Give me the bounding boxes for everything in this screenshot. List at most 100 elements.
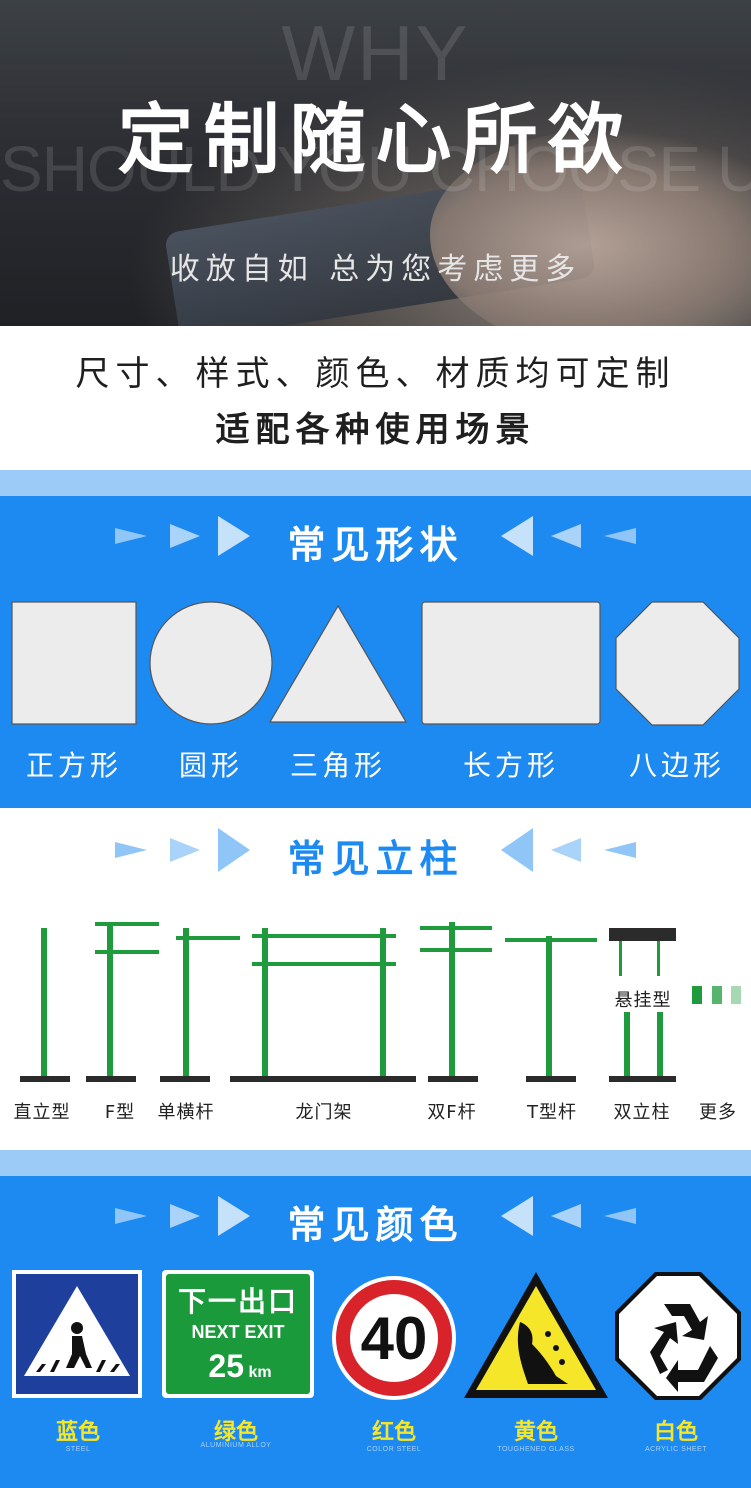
arrow-right-icon — [115, 1208, 147, 1224]
posts-section: 常见立柱 — [0, 808, 751, 1150]
single-arm-post — [183, 928, 189, 1078]
octagon-shape — [615, 601, 740, 726]
arrow-right-icon — [170, 838, 200, 862]
color-label-green: 绿色 — [213, 1419, 258, 1445]
color-sub-white: ACRYLIC SHEET — [645, 1446, 707, 1453]
shape-label-circle: 圆形 — [178, 749, 243, 782]
color-sub-green: ALUMINIUM ALLOY — [200, 1442, 272, 1449]
colors-heading: 常见颜色 — [287, 1203, 464, 1247]
hero-bg-text: WHY — [281, 9, 470, 97]
shape-label-square: 正方形 — [25, 749, 122, 782]
hero-title: 定制随心所欲 — [117, 95, 634, 184]
color-label-blue: 蓝色 — [55, 1419, 100, 1445]
exit-sign-distance: 25 — [208, 1348, 244, 1384]
shapes-section: 常见形状 正方形 圆形 三角形 长方形 八边形 — [0, 496, 751, 808]
arrow-left-icon — [551, 838, 581, 862]
color-label-yellow: 黄色 — [513, 1419, 558, 1445]
section-strip — [0, 470, 751, 496]
post-label-upright: 直立型 — [13, 1102, 71, 1123]
arrow-right-icon — [170, 1204, 200, 1228]
arrow-right-icon — [218, 828, 250, 872]
post-label-double-post: 双立柱 — [613, 1102, 671, 1123]
arrow-left-icon — [604, 842, 636, 858]
circle-shape — [149, 601, 273, 725]
post-base — [609, 1076, 676, 1082]
rectangle-shape — [421, 601, 601, 725]
post-label-t: T型杆 — [527, 1102, 577, 1123]
post-base — [526, 1076, 576, 1082]
post-label-f: F型 — [104, 1102, 136, 1123]
post-label-more: 更多 — [699, 1102, 737, 1123]
color-label-white: 白色 — [653, 1419, 698, 1445]
more-dot — [731, 986, 741, 1004]
post-label-single-arm: 单横杆 — [157, 1102, 215, 1123]
posts-heading: 常见立柱 — [287, 837, 464, 881]
post-base — [86, 1076, 136, 1082]
arrow-right-icon — [115, 842, 147, 858]
arrow-right-icon — [218, 1196, 250, 1236]
intro-line-2: 适配各种使用场景 — [215, 410, 536, 450]
color-signs — [12, 1270, 741, 1400]
speed-limit-number: 40 — [360, 1305, 428, 1372]
gantry-post-left — [262, 928, 268, 1078]
color-sub-red: COLOR STEEL — [366, 1446, 422, 1453]
more-dot — [712, 986, 722, 1004]
hero-banner: WHY SHOULD YOU CHOOSE US 定制随心所欲 收放自如 总为您… — [0, 0, 751, 326]
exit-sign-cn: 下一出口 — [177, 1285, 298, 1318]
arrow-left-icon — [604, 528, 636, 544]
exit-sign-unit: km — [248, 1364, 272, 1381]
arrow-left-icon — [551, 524, 581, 548]
gantry-post-right — [380, 928, 386, 1078]
arrow-left-icon — [501, 1196, 533, 1236]
double-post-left — [624, 1012, 630, 1078]
post-base — [20, 1076, 70, 1082]
arrow-left-icon — [501, 828, 533, 872]
pedestrian-icon — [71, 1322, 83, 1334]
triangle-shape — [268, 604, 408, 723]
hanging-sign — [609, 928, 676, 941]
t-post — [546, 936, 552, 1078]
more-dot — [692, 986, 702, 1004]
arrow-right-icon — [218, 516, 250, 556]
recycle-icon — [650, 1304, 718, 1392]
color-sub-blue: STEEL — [65, 1446, 91, 1453]
heading-arrows — [115, 828, 636, 872]
red-speed-sign — [332, 1276, 456, 1400]
hand-photo — [430, 130, 751, 326]
hanging-rod — [619, 940, 622, 976]
post-base — [428, 1076, 478, 1082]
post-label-hanging: 悬挂型 — [614, 990, 672, 1011]
post-label-gantry: 龙门架 — [295, 1102, 353, 1123]
white-recycle-sign — [615, 1272, 741, 1400]
upright-post — [41, 928, 47, 1078]
green-exit-sign — [162, 1270, 314, 1398]
hero-subtitle: 收放自如 总为您考虑更多 — [169, 252, 582, 287]
double-f-post — [449, 922, 455, 1078]
arrow-left-icon — [551, 1204, 581, 1228]
intro-line-1: 尺寸、样式、颜色、材质均可定制 — [75, 354, 676, 394]
colors-section: 常见颜色 — [0, 1176, 751, 1488]
arrow-left-icon — [604, 1208, 636, 1224]
post-base — [160, 1076, 210, 1082]
double-post-right — [657, 1012, 663, 1078]
hero-bg-subtext: SHOULD YOU CHOOSE US — [0, 133, 751, 205]
f-post — [107, 922, 113, 1078]
arrow-left-icon — [501, 516, 533, 556]
blue-pedestrian-sign — [12, 1270, 142, 1398]
posts-graphic — [20, 922, 741, 1082]
yellow-warning-sign — [464, 1272, 608, 1398]
color-label-red: 红色 — [371, 1419, 416, 1445]
square-shape — [11, 601, 137, 725]
arrow-right-icon — [170, 524, 200, 548]
color-sub-yellow: TOUGHENED GLASS — [497, 1446, 575, 1453]
heading-arrows — [115, 516, 636, 556]
shapes-graphic — [11, 601, 740, 726]
shape-label-octagon: 八边形 — [628, 749, 725, 782]
shape-label-triangle: 三角形 — [289, 749, 386, 782]
shapes-heading: 常见形状 — [287, 523, 464, 567]
heading-arrows — [115, 1196, 636, 1236]
exit-sign-distance-row: 25 km — [190, 1348, 290, 1385]
exit-sign-en: NEXT EXIT — [191, 1322, 285, 1342]
post-base — [230, 1076, 416, 1082]
